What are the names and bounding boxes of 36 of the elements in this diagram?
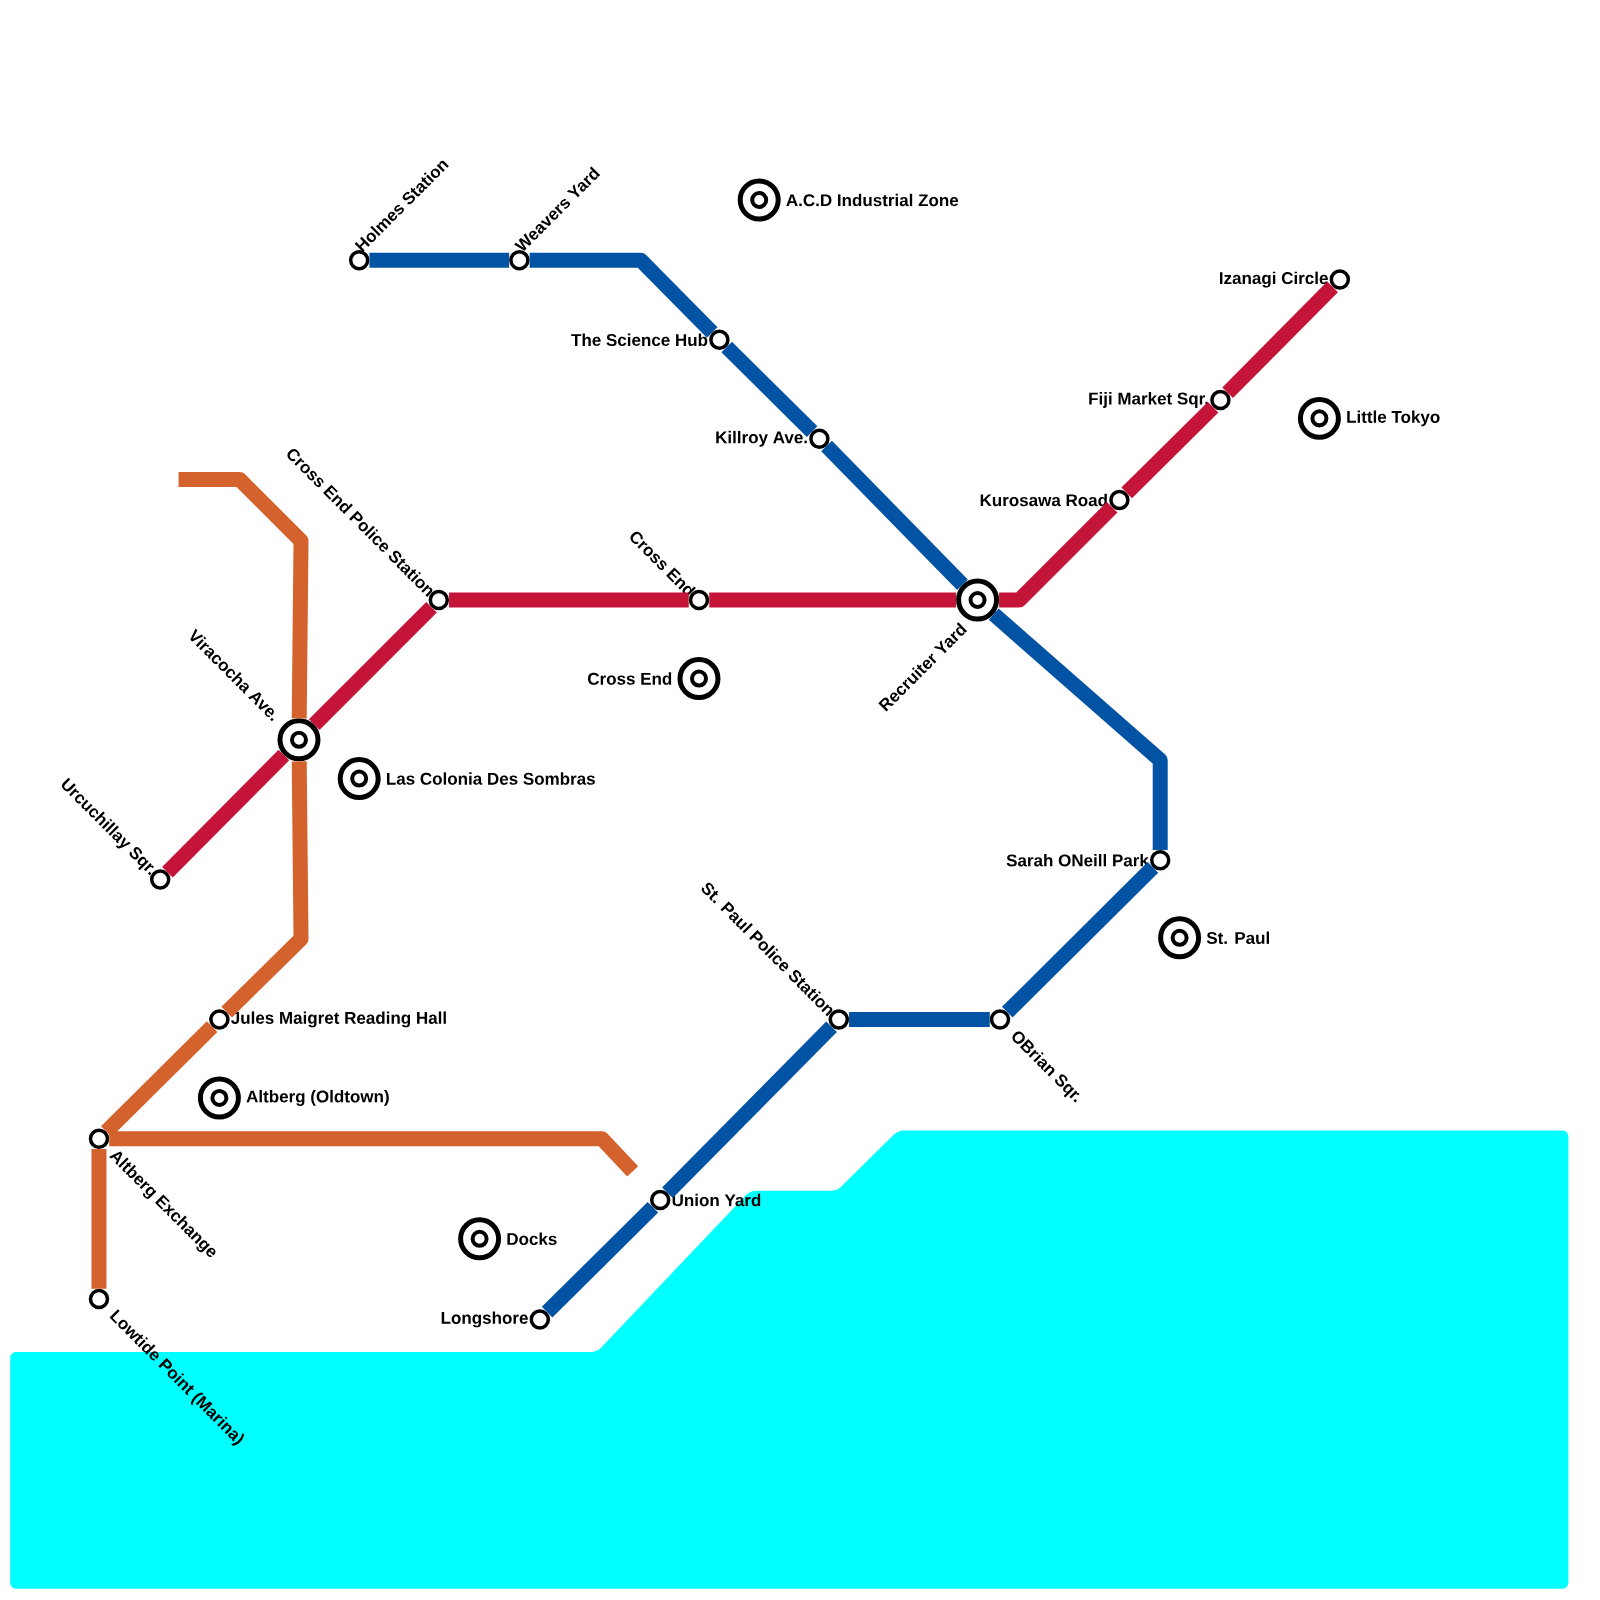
metro-line [308, 601, 437, 730]
metro-line [662, 1021, 837, 1198]
metro-line [91, 1149, 107, 1289]
metro-line [1222, 281, 1338, 398]
metro-line [529, 252, 718, 338]
metro-line [369, 252, 510, 268]
metro-line [178, 472, 309, 719]
station-label: Little Tokyo [1347, 410, 1440, 427]
station-label: Fiji Market Sqr. [1089, 392, 1208, 408]
metro-line [109, 1131, 639, 1177]
station-label: Docks [507, 1232, 557, 1246]
metro-line [1002, 862, 1159, 1018]
metro-line [999, 501, 1118, 608]
metro-line [101, 1021, 218, 1137]
station-label: Kurosawa Road [980, 493, 1107, 507]
station-label: A.C.D Industrial Zone [786, 193, 959, 207]
metro-line [221, 761, 309, 1018]
station-label: Killroy Ave. [716, 430, 807, 447]
metro-line [449, 592, 689, 608]
station-label: Izanagi Circle [1220, 271, 1328, 288]
station-label: Longshore [441, 1311, 528, 1328]
metro-line [1121, 401, 1219, 499]
station-label: St. Paul [1206, 931, 1269, 944]
station-label: Las Colonia Des Sombras [387, 772, 595, 785]
metro-line [821, 440, 968, 590]
station-label: Jules Maigret Reading Hall [231, 1011, 446, 1028]
metro-line [541, 1201, 659, 1318]
metro-line [849, 1011, 990, 1027]
metro-line [721, 341, 818, 437]
station-label: Cross End [587, 672, 672, 685]
station-label: Altberg (Oldtown) [246, 1090, 389, 1106]
station-label: The Science Hub [571, 333, 708, 347]
station-label: Sarah ONeill Park [1006, 854, 1149, 867]
metro-line [709, 592, 957, 608]
metro-line [988, 608, 1168, 850]
metro-line [162, 749, 290, 878]
